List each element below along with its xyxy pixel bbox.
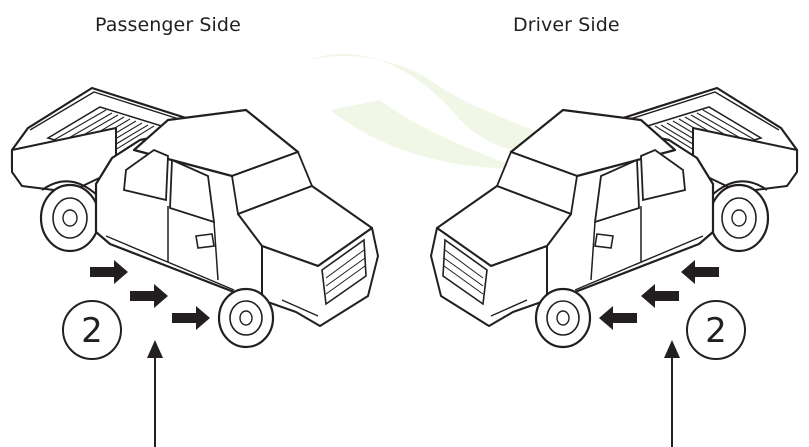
driver-callout: 2 xyxy=(687,301,745,359)
driver-pointer-arrow-icon xyxy=(664,340,680,447)
passenger-block-arrow-icon xyxy=(90,260,128,284)
passenger-block-arrow-icon xyxy=(172,306,210,330)
driver-block-arrow-icon xyxy=(681,260,719,284)
passenger-side-truck-icon xyxy=(12,88,378,347)
driver-block-arrow-icon xyxy=(641,284,679,308)
passenger-callout-number: 2 xyxy=(81,311,103,351)
driver-block-arrow-icon xyxy=(599,306,637,330)
passenger-callout: 2 xyxy=(63,301,121,359)
driver-callout-number: 2 xyxy=(705,311,727,351)
passenger-pointer-arrow-icon xyxy=(147,340,163,447)
passenger-block-arrow-icon xyxy=(130,284,168,308)
